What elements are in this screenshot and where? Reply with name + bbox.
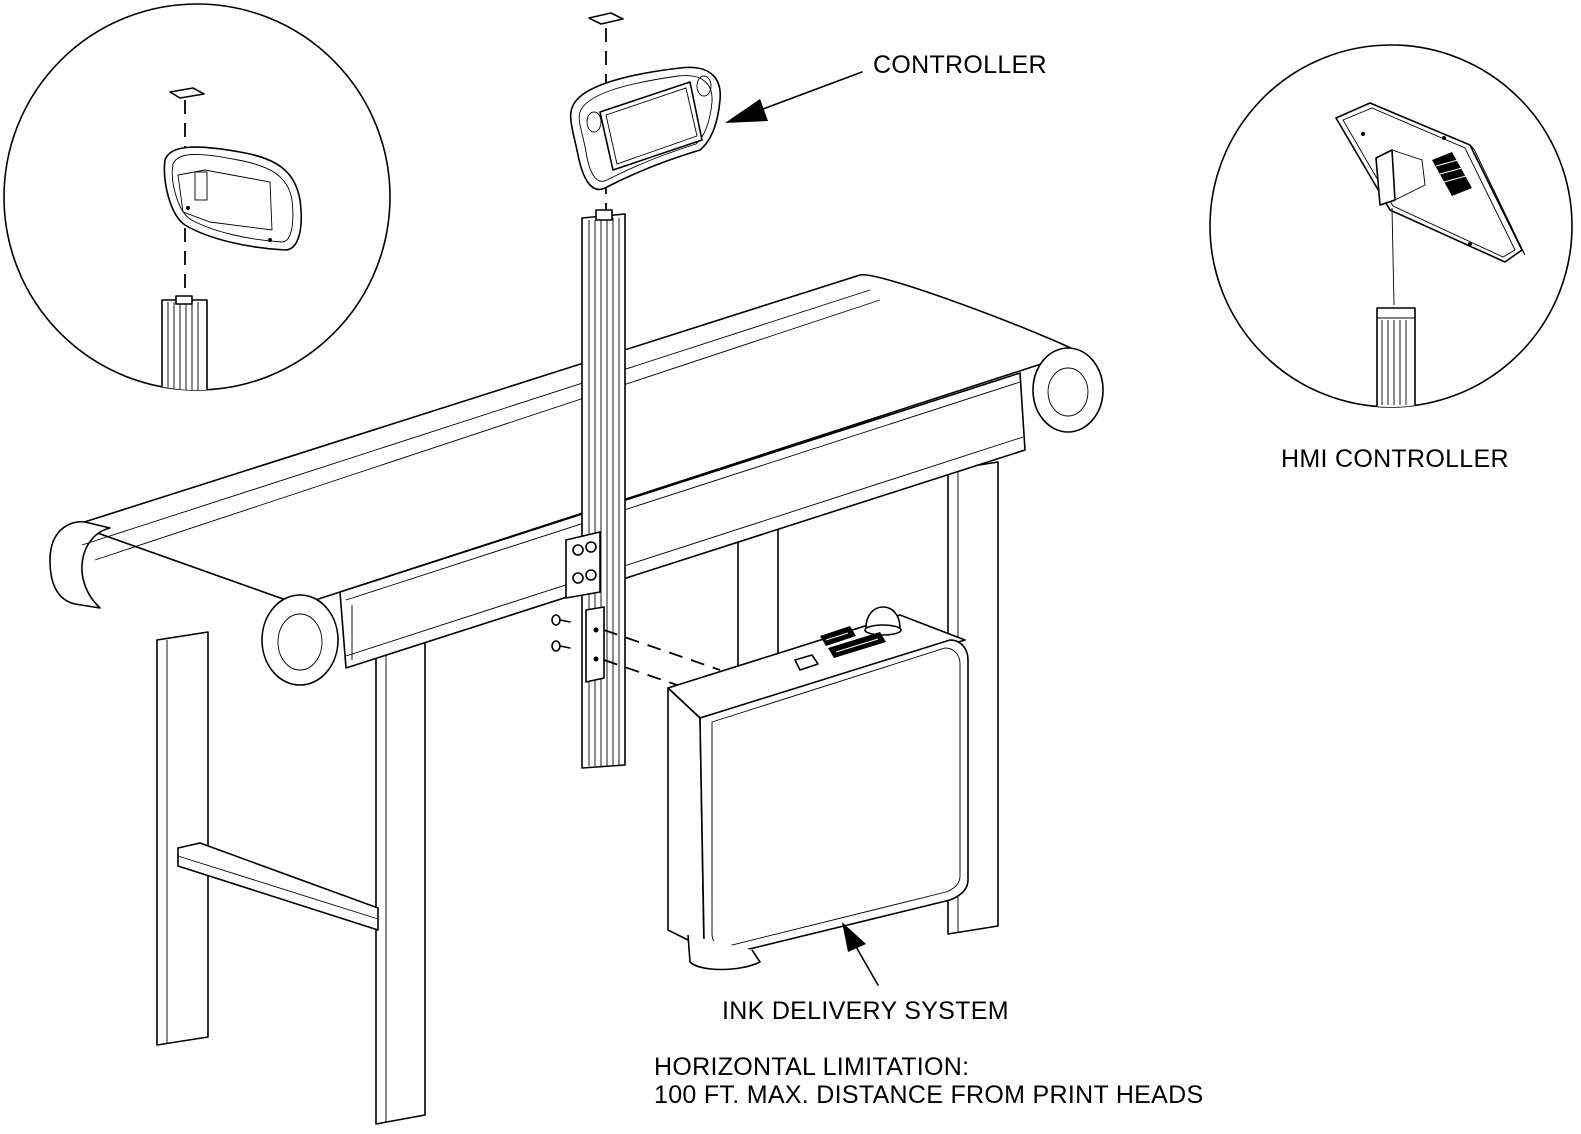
- conveyor-side-frame: [339, 372, 1026, 669]
- controller-mount-pole: [551, 209, 721, 769]
- front-roller-icon: [261, 594, 339, 686]
- left-roller-icon: [49, 520, 111, 609]
- screws-icon: [551, 614, 571, 652]
- beacon-light-icon: [865, 606, 901, 629]
- ink-delivery-system: [667, 606, 969, 971]
- ink-delivery-system-label: INK DELIVERY SYSTEM: [722, 997, 1009, 1025]
- left-controller-icon: [163, 146, 303, 251]
- right-detail-view: [1209, 44, 1573, 408]
- left-pole-icon: [161, 299, 208, 390]
- power-switch-icon: [794, 654, 819, 671]
- left-cap-icon: [169, 87, 205, 99]
- hmi-panel-icon: [1335, 102, 1523, 263]
- top-cap-icon: [588, 12, 624, 25]
- controller-label: CONTROLLER: [873, 51, 1047, 79]
- ids-arrow: [842, 922, 879, 986]
- mount-bracket-lower: [585, 606, 605, 683]
- mount-bracket-upper: [565, 531, 601, 599]
- left-detail-view: [3, 3, 391, 391]
- controller-arrow: [725, 71, 863, 123]
- right-roller-icon: [1032, 347, 1104, 433]
- hmi-pole-icon: [1376, 307, 1416, 407]
- horizontal-limitation-line1: HORIZONTAL LIMITATION:: [654, 1053, 970, 1081]
- horizontal-limitation-line2: 100 FT. MAX. DISTANCE FROM PRINT HEADS: [654, 1081, 1204, 1109]
- conveyor-legs: [156, 461, 999, 1125]
- conveyor-belt: [49, 274, 1104, 686]
- main-controller: [569, 12, 722, 210]
- hmi-controller-label: HMI CONTROLLER: [1281, 445, 1509, 473]
